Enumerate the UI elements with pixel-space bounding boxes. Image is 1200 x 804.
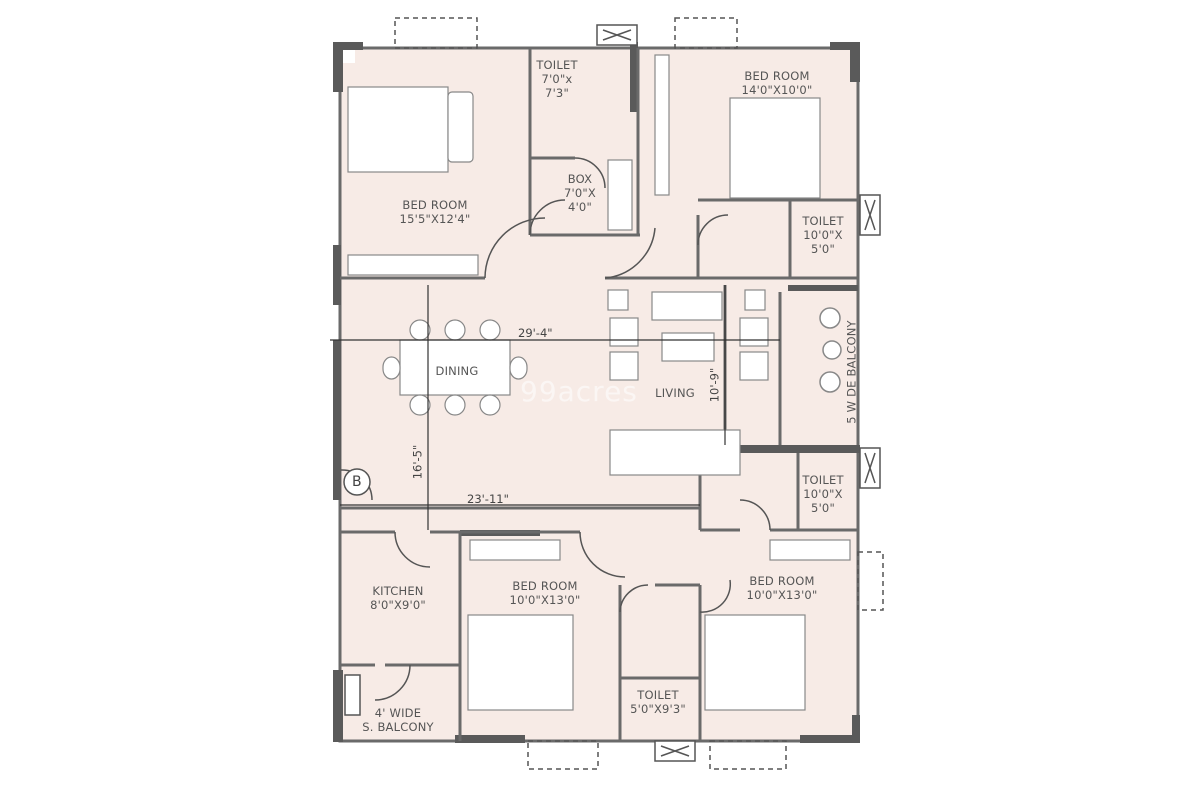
room-name: DINING <box>435 364 479 378</box>
room-size: 5'0" <box>811 501 835 515</box>
doors <box>340 157 771 701</box>
room-size: 7'0"X <box>564 186 596 200</box>
balcony-chairs <box>819 307 842 393</box>
room-name: BED ROOM <box>512 579 578 593</box>
room-size: 10'0"X13'0" <box>509 593 581 607</box>
dimension-29-4: 29'-4" <box>518 326 553 340</box>
room-size: 15'5"X12'4" <box>399 212 471 226</box>
room-label-toilet-1: TOILET 7'0"x 7'3" <box>536 58 577 100</box>
dimension-10-9: 10'-9" <box>707 367 722 403</box>
room-label-bedroom-3: BED ROOM 10'0"X13'0" <box>510 579 581 607</box>
vent-boxes <box>344 24 881 762</box>
room-size: 10'0"X <box>803 228 843 242</box>
room-name: TOILET <box>802 214 844 228</box>
room-label-side-balcony: 5 W DE BALCONY <box>845 320 859 423</box>
room-label-box: BOX 7'0"X 4'0" <box>564 172 596 214</box>
room-name: TOILET <box>536 58 578 72</box>
room-label-living: LIVING <box>655 386 695 400</box>
room-size: 14'0"X10'0" <box>741 83 813 97</box>
room-label-s-balcony: 4' WIDE S. BALCONY <box>362 706 433 734</box>
room-size: 7'3" <box>545 86 569 100</box>
window-projections <box>394 17 884 770</box>
living-furniture <box>607 289 769 476</box>
room-size: 10'0"X13'0" <box>746 588 818 602</box>
room-size: 5'0" <box>811 242 835 256</box>
room-label-dining: DINING <box>436 364 479 378</box>
room-label-bedroom-1: BED ROOM 15'5"X12'4" <box>400 198 471 226</box>
wardrobes <box>347 54 851 561</box>
room-name: KITCHEN <box>372 584 424 598</box>
dining-table <box>382 319 528 416</box>
room-name: TOILET <box>637 688 679 702</box>
b-marker-label: B <box>352 474 362 490</box>
room-name: 5 W DE BALCONY <box>844 320 859 424</box>
room-name: 4' WIDE <box>374 706 422 720</box>
room-label-toilet-4: TOILET 5'0"X9'3" <box>630 688 686 716</box>
room-name: S. BALCONY <box>362 720 434 734</box>
wall-pieces <box>333 42 860 743</box>
room-size: 10'0"X <box>803 487 843 501</box>
room-name: TOILET <box>802 473 844 487</box>
room-name: BED ROOM <box>744 69 810 83</box>
room-label-bedroom-2: BED ROOM 14'0"X10'0" <box>742 69 813 97</box>
room-size: 8'0"X9'0" <box>370 598 426 612</box>
dimension-16-5: 16'-5" <box>410 444 425 480</box>
room-label-toilet-3: TOILET 10'0"X 5'0" <box>802 473 843 515</box>
b-marker <box>343 468 371 496</box>
room-name: BED ROOM <box>402 198 468 212</box>
room-name: BOX <box>567 172 593 186</box>
watermark: 99acres <box>520 375 638 408</box>
room-label-bedroom-4: BED ROOM 10'0"X13'0" <box>747 574 818 602</box>
room-label-kitchen: KITCHEN 8'0"X9'0" <box>370 584 426 612</box>
room-name: LIVING <box>655 386 695 400</box>
dimension-lines <box>330 285 780 530</box>
room-size: 5'0"X9'3" <box>630 702 686 716</box>
room-name: BED ROOM <box>749 574 815 588</box>
dimension-23-11: 23'-11" <box>467 492 509 506</box>
room-label-toilet-2: TOILET 10'0"X 5'0" <box>802 214 843 256</box>
room-size: 4'0" <box>568 200 592 214</box>
beds <box>347 86 821 711</box>
room-size: 7'0"x <box>541 72 573 86</box>
